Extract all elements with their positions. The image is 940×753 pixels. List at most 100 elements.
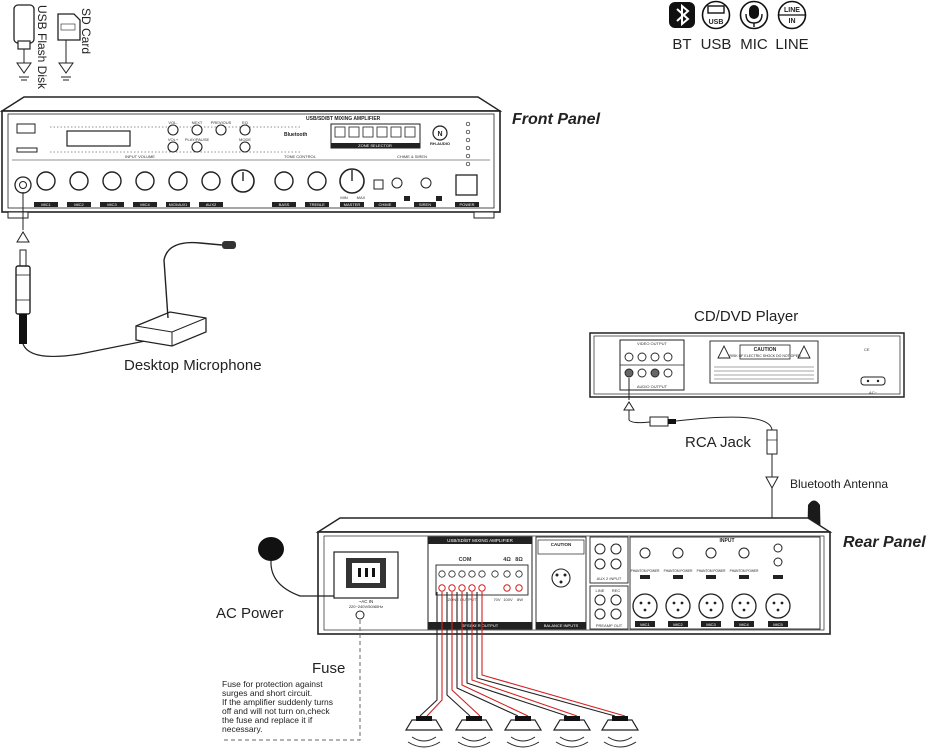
phantom-1-label: PHANTOM POWER xyxy=(631,569,661,573)
svg-text:N: N xyxy=(437,131,442,138)
mic-jack-plug xyxy=(15,192,151,358)
cd-player-label: CD/DVD Player xyxy=(694,308,798,325)
knob-aux2-label: AUX2 xyxy=(206,202,217,207)
fuse-note-line-2: surges and short circuit. xyxy=(222,688,312,698)
knob-bass-label: BASS xyxy=(279,202,290,207)
speaker xyxy=(454,716,494,748)
cd-video-output-label: VIDEO OUTPUT xyxy=(637,341,668,346)
cd-dvd-player: CE xyxy=(589,332,905,398)
zone-selector-label: ZONE SELECTOR xyxy=(358,143,392,148)
siren-label: SIREN xyxy=(419,202,431,207)
cd-risk-label: RISK OF ELECTRIC SHOCK DO NOT OPEN xyxy=(729,354,801,358)
rear-model-title: USB/SD/BT MIXING AMPLIFIER xyxy=(447,538,513,543)
tone-control-label: TONE CONTROL xyxy=(284,154,316,159)
front-brand-label: RH-AUDIO xyxy=(430,141,450,146)
bluetooth-icon xyxy=(669,2,695,28)
input-volume-label: INPUT VOLUME xyxy=(125,154,155,159)
knob-mic5-aux1-label: MIC5/AUX1 xyxy=(169,203,188,207)
knob-mic4-label: MIC4 xyxy=(140,202,150,207)
front-panel-label: Front Panel xyxy=(512,111,601,128)
line-in-glyph-top: LINE xyxy=(784,7,800,14)
mic-label: MIC xyxy=(740,36,768,53)
rear-70v-label: 70V xyxy=(493,597,500,602)
phantom-2-label: PHANTOM POWER xyxy=(664,569,694,573)
rear-panel-label: Rear Panel xyxy=(843,534,926,551)
master-min-label: MIN xyxy=(340,195,347,200)
svg-text:CE: CE xyxy=(864,347,870,352)
rear-caution-label: CAUTION xyxy=(551,542,572,547)
fuse-leader xyxy=(222,620,361,741)
line-in-icon: LINE IN xyxy=(777,0,807,30)
ac-power-plug xyxy=(258,537,334,597)
chime-label: CHIME xyxy=(379,202,392,207)
rear-ac-in-label: ~AC IN xyxy=(359,599,374,604)
speaker xyxy=(404,716,444,748)
bt-label: BT xyxy=(672,36,691,53)
knob-treble-label: TREBLE xyxy=(309,202,325,207)
sd-card xyxy=(57,13,81,81)
fuse-note-line-3: If the amplifier suddenly turns xyxy=(222,697,333,707)
fuse-note-line-6: necessary. xyxy=(222,724,262,734)
rear-8ohm-label: 8Ω xyxy=(515,557,523,563)
fuse-label: Fuse xyxy=(312,660,345,677)
speaker xyxy=(552,716,592,748)
desktop-microphone-label: Desktop Microphone xyxy=(124,357,262,374)
front-bluetooth-label: Bluetooth xyxy=(284,132,307,138)
phantom-4-label: PHANTOM POWER xyxy=(730,569,760,573)
knob-mic3-label: MIC3 xyxy=(107,202,117,207)
master-max-label: MAX xyxy=(357,195,366,200)
speaker xyxy=(600,716,640,748)
btn-vol-minus-label: VOL- xyxy=(168,120,178,125)
knob-mic2-label: MIC2 xyxy=(74,202,84,207)
rear-4ohm-label: 4Ω xyxy=(503,557,511,563)
rear-rec-label: REC xyxy=(612,588,621,593)
rear-8w-label: 8W xyxy=(517,597,523,602)
fuse-note-line-4: off and will not turn on,check xyxy=(222,706,330,716)
usb-flash-disk-label: USB Flash Disk xyxy=(35,5,49,90)
rear-com-label: COM xyxy=(459,557,472,563)
fuse-note-line-5: the fuse and replace it if xyxy=(222,715,313,725)
rear-panel-device xyxy=(315,517,833,635)
front-panel-device: N xyxy=(0,96,503,219)
usb-icon-glyph: USB xyxy=(709,19,724,26)
cd-ac-label: AC~ xyxy=(869,390,878,395)
btn-eq-label: EQ xyxy=(242,120,248,125)
sd-card-label: SD Card xyxy=(79,8,93,54)
cd-audio-output-label: AUDIO OUTPUT xyxy=(637,384,668,389)
rear-mic5-label: MIC5 xyxy=(773,622,783,627)
rear-100v-label: 100V xyxy=(503,597,513,602)
btn-previous-label: PREVIOUS xyxy=(211,120,232,125)
rear-mic4-label: MIC4 xyxy=(739,622,749,627)
ac-power-label: AC Power xyxy=(216,605,284,622)
line-label: LINE xyxy=(775,36,808,53)
btn-next-label: NEXT xyxy=(192,120,203,125)
rear-balance-inputs-label: BALANCE INPUTS xyxy=(544,623,579,628)
fuse-note: Fuse for protection against surges and s… xyxy=(222,679,333,734)
rca-cable xyxy=(623,378,779,540)
knob-mic1-label: MIC1 xyxy=(41,202,51,207)
rear-mic3-label: MIC3 xyxy=(706,622,716,627)
cd-caution-label: CAUTION xyxy=(754,347,777,353)
bluetooth-antenna-label: Bluetooth Antenna xyxy=(790,477,888,491)
rca-jack-label: RCA Jack xyxy=(685,434,751,451)
rear-line-label: LINE xyxy=(596,588,605,593)
speaker xyxy=(503,716,543,748)
fuse-note-line-1: Fuse for protection against xyxy=(222,679,323,689)
chime-siren-label: CHIME & SIREN xyxy=(397,154,427,159)
desktop-microphone xyxy=(135,241,236,347)
btn-vol-plus-label: VOL+ xyxy=(168,137,179,142)
rear-mic2-label: MIC2 xyxy=(673,622,683,627)
rear-speaker-output-label: SPEAKER OUTPUT xyxy=(462,623,499,628)
power-label: POWER xyxy=(459,202,474,207)
front-model-title: USB/SD/BT MIXING AMPLIFIER xyxy=(306,116,381,122)
rear-input-label: INPUT xyxy=(720,538,735,544)
line-in-glyph-bottom: IN xyxy=(789,18,796,25)
usb-icon: USB xyxy=(701,0,731,30)
rear-aux2-label: AUX 2 INPUT xyxy=(597,576,622,581)
rear-mic1-label: MIC1 xyxy=(640,622,650,627)
btn-play-pause-label: PLAY/PAUSE xyxy=(185,137,210,142)
rear-ac-volt-label: 220~240V/50/60Hz xyxy=(349,604,383,609)
microphone-icon xyxy=(739,0,769,30)
rear-preamp-label: PREAMP OUT xyxy=(596,623,623,628)
